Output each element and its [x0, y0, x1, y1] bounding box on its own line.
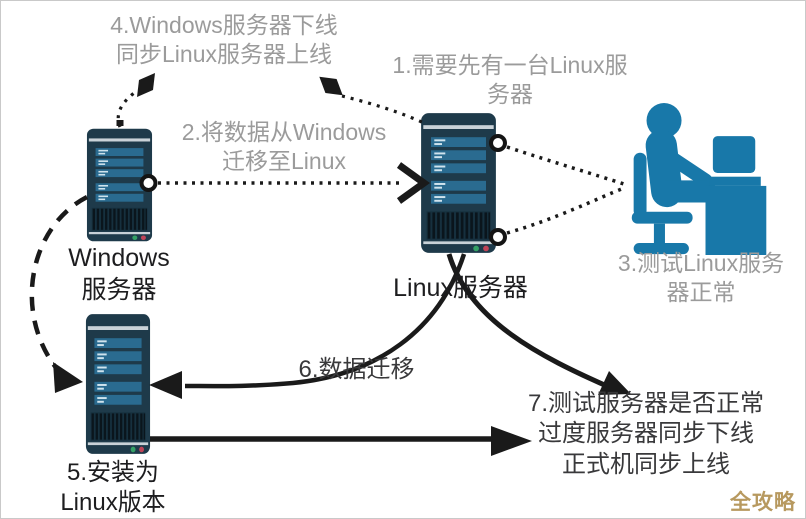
dotted-line-test-lower	[506, 186, 625, 235]
step2-label: 2.将数据从Windows 迁移至Linux	[181, 119, 387, 174]
curve-linux-to-step7	[446, 253, 611, 390]
dashed-arc-windows-to-bottom	[29, 195, 89, 371]
ring-linux-port-bottom	[489, 228, 507, 246]
step4-label: 4.Windows服务器下线 同步Linux服务器上线	[110, 12, 338, 67]
diamond-arrowhead-right	[319, 76, 343, 96]
ring-windows-port	[139, 174, 158, 192]
step6-label: 6.数据迁移	[298, 356, 415, 383]
dotted-curve-step4-to-linux	[341, 94, 427, 126]
windows-top-node	[116, 120, 124, 126]
linux-server-label: Linux服务器	[393, 274, 528, 302]
ring-linux-port-top	[489, 134, 507, 152]
step1-label: 1.需要先有一台Linux服 务器	[392, 52, 628, 107]
dotted-line-test-upper	[506, 145, 625, 186]
arrowhead-step7-diagonal	[598, 371, 631, 395]
diamond-arrowhead-left	[137, 73, 155, 97]
arrowhead-step7-horizontal	[491, 426, 532, 456]
tester-person-icon	[631, 103, 767, 255]
step5-label: 5.安装为 Linux版本	[60, 459, 166, 517]
arrowhead-dashed-arc	[53, 362, 83, 393]
curve-data-migration	[184, 253, 467, 389]
step7-label: 7.测试服务器是否正常 过度服务器同步下线 正式机同步上线	[527, 390, 764, 478]
step3-label: 3.测试Linux服务 器正常	[617, 250, 785, 305]
chevron-arrowhead	[396, 162, 430, 204]
arrowhead-into-bottom-server	[149, 371, 182, 399]
watermark-text: 全攻略	[730, 491, 796, 514]
windows-server-label: Windows 服务器	[68, 244, 170, 304]
